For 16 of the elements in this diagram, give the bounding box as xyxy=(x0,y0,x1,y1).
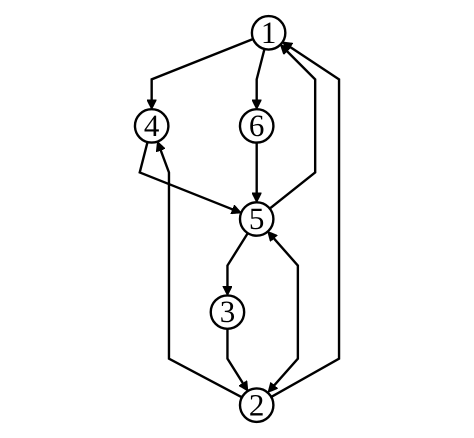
arrow xyxy=(146,38,254,110)
arrow xyxy=(226,328,248,392)
arrow xyxy=(251,48,266,110)
arrow xyxy=(270,42,340,398)
node-circle: 2 xyxy=(238,387,275,424)
node-circle: 3 xyxy=(210,294,246,330)
arrow xyxy=(251,142,262,203)
arrow xyxy=(267,231,300,393)
arrow xyxy=(222,232,249,296)
node-circle: 1 xyxy=(250,14,287,51)
node-circle: 4 xyxy=(134,108,170,144)
arrow xyxy=(269,44,316,210)
node-circle: 6 xyxy=(238,108,275,144)
arrow xyxy=(138,142,242,214)
node-circle: 5 xyxy=(238,201,275,237)
arrow xyxy=(156,141,242,398)
